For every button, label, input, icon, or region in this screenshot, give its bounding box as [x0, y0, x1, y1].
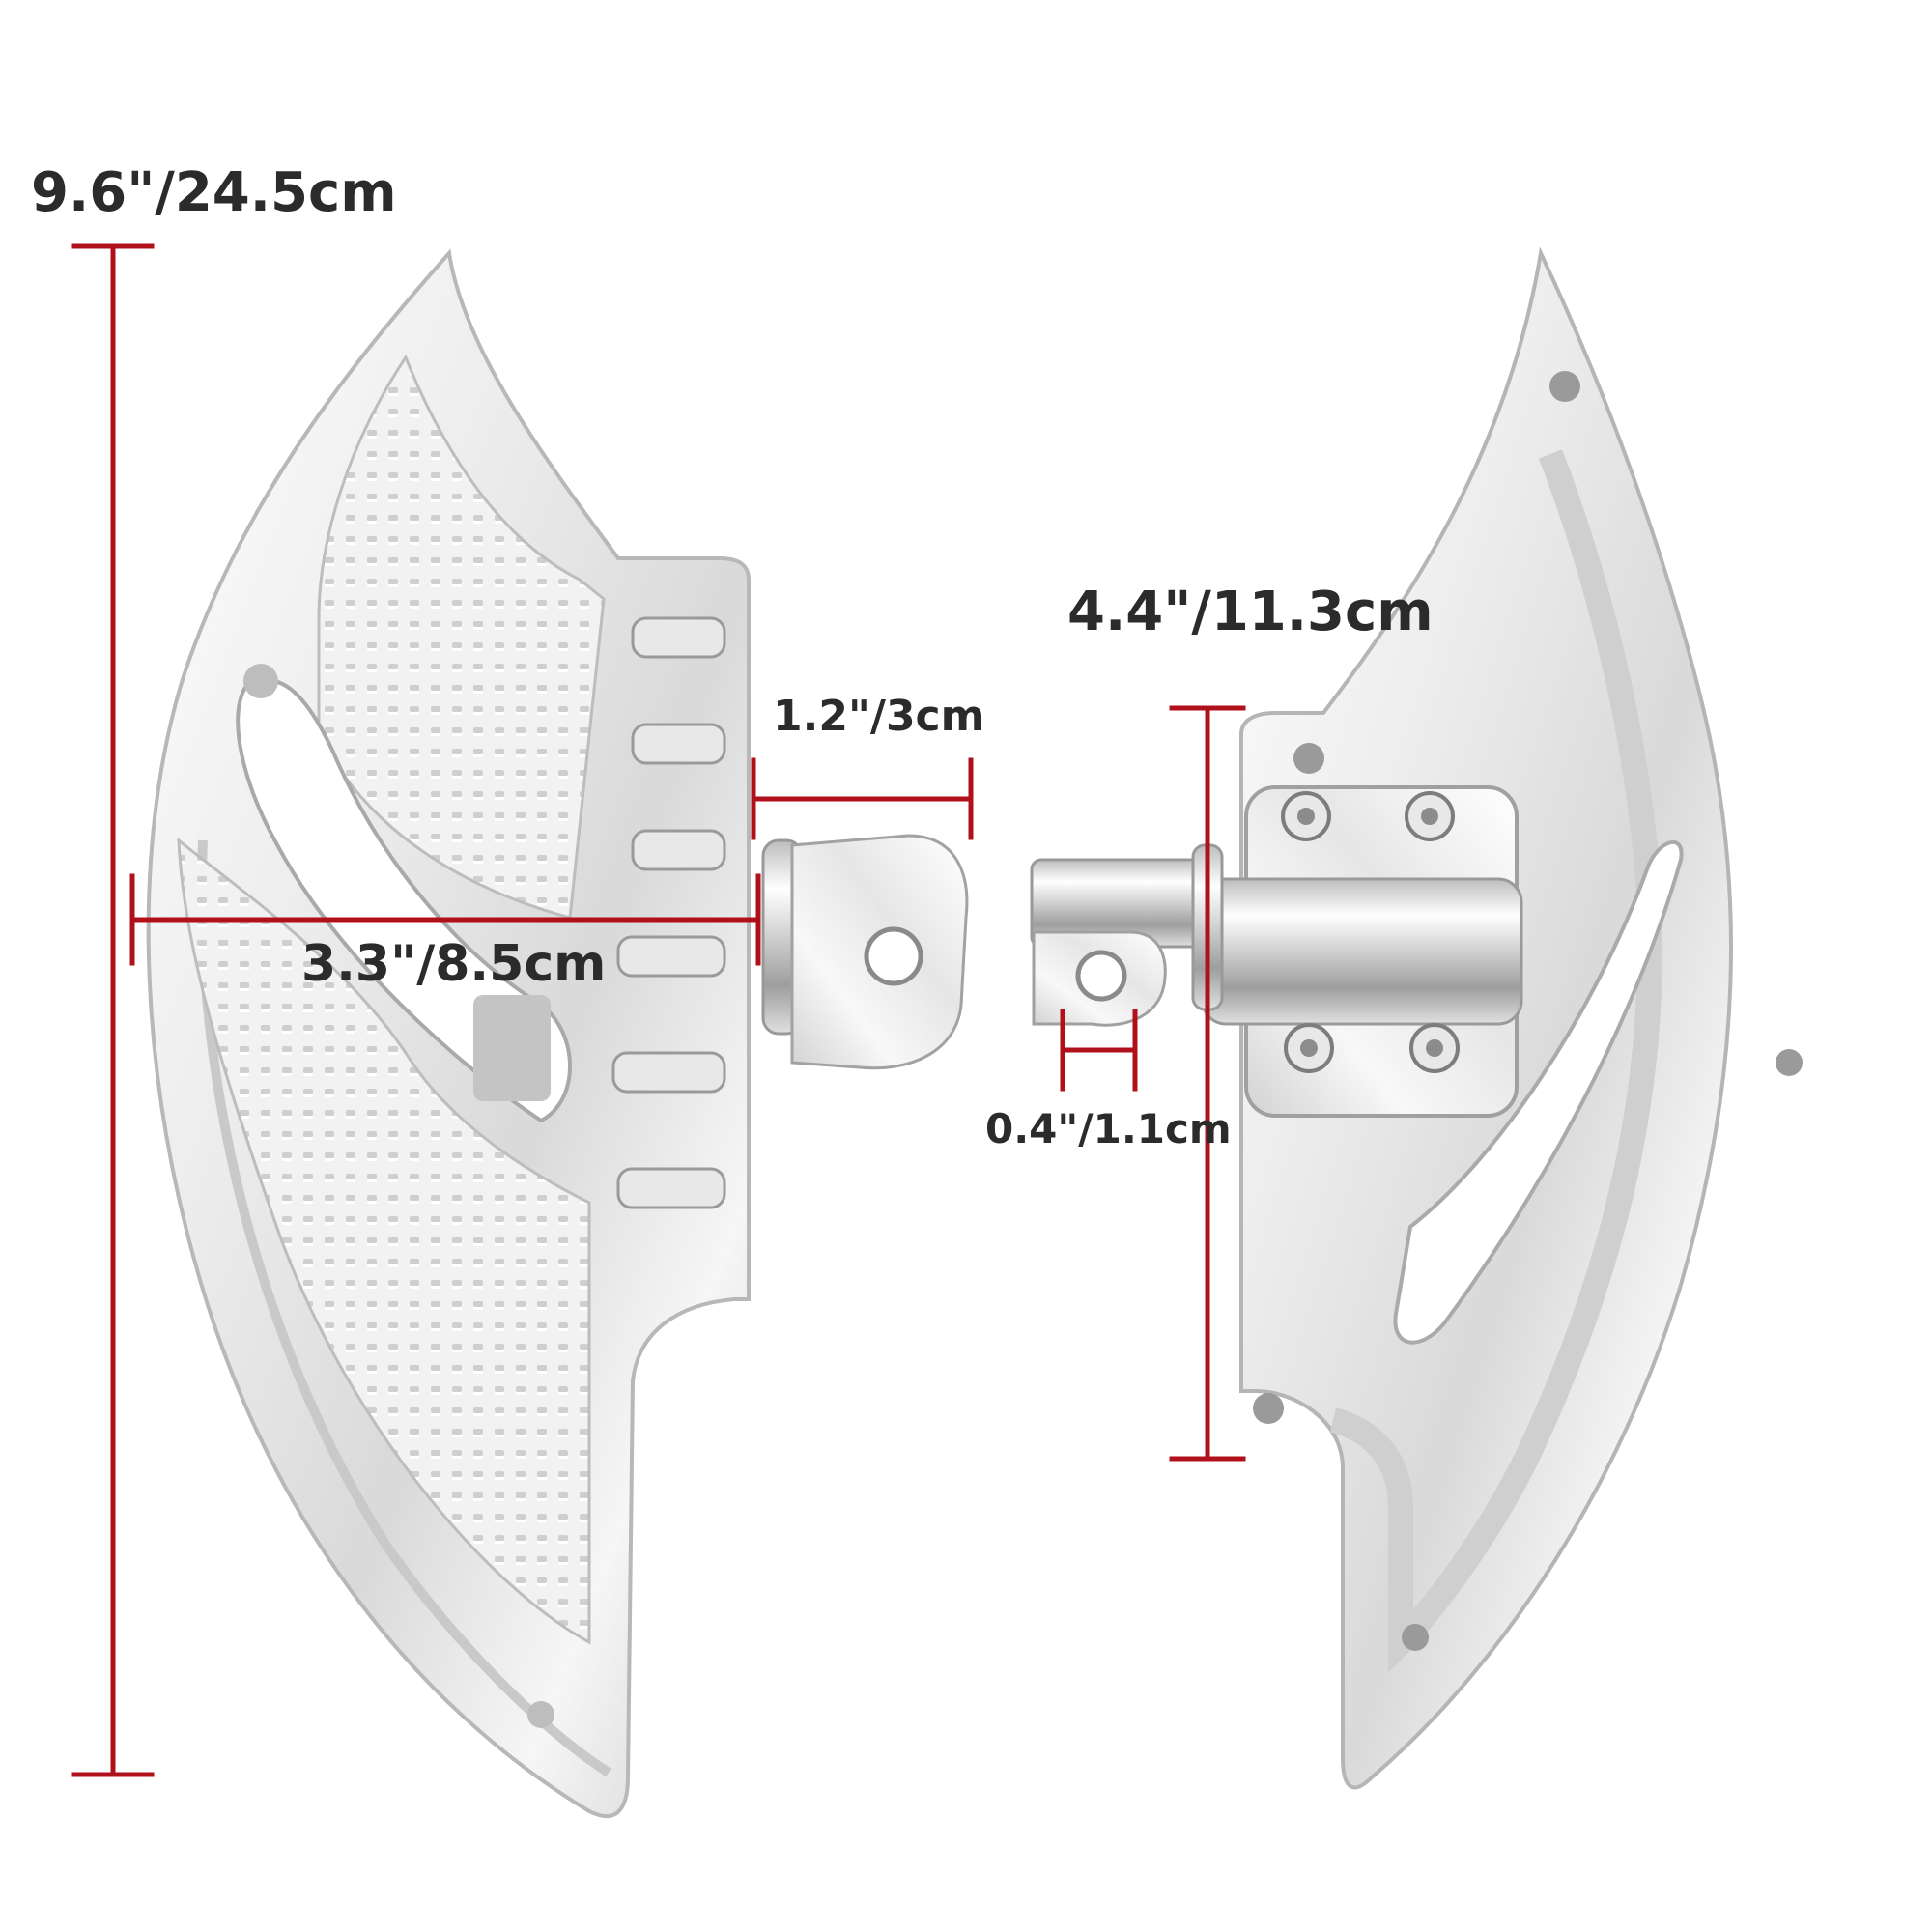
socket-4: [1426, 1039, 1443, 1057]
pin-hole-label: 0.4"/1.1cm: [985, 1105, 1232, 1152]
left-grip-lower: [177, 837, 591, 1645]
vent-4: [616, 935, 726, 978]
right-board-hole-1: [1549, 371, 1580, 402]
socket-1: [1297, 808, 1315, 825]
right-floorboard: [1030, 246, 1803, 1790]
right-board-hole-2: [1293, 743, 1324, 774]
right-peg-pin-hole: [1075, 950, 1127, 1002]
left-grip-upper: [317, 354, 606, 920]
vent-2: [631, 723, 726, 765]
right-mount-cylinder: [1201, 877, 1523, 1026]
left-board-vents: [611, 616, 726, 1209]
left-floorboard: [146, 248, 969, 1818]
width-label: 3.3"/8.5cm: [301, 935, 607, 993]
socket-3: [1300, 1039, 1318, 1057]
height-label: 9.6"/24.5cm: [31, 161, 397, 224]
right-mount-bolt-sockets: [1297, 808, 1443, 1057]
right-board-hole-4: [1253, 1393, 1284, 1424]
right-board-slot: [1393, 839, 1684, 1345]
right-peg-stub: [1030, 843, 1224, 1027]
socket-2: [1421, 808, 1438, 825]
vent-6: [616, 1167, 726, 1209]
dimension-lines: [71, 243, 1246, 1777]
right-board-hole-5: [1402, 1624, 1429, 1651]
right-board-hole-3: [1776, 1049, 1803, 1076]
left-board-hole-bottom: [527, 1701, 554, 1728]
left-clevis-hole: [864, 926, 923, 986]
left-board-rim: [196, 839, 611, 1777]
right-mount-block: [1201, 785, 1523, 1118]
vent-1: [631, 616, 726, 659]
vent-5: [611, 1051, 726, 1094]
left-clevis-shadow: [473, 995, 551, 1101]
mount-height-label: 4.4"/11.3cm: [1067, 581, 1434, 643]
left-mount-clevis: [473, 834, 969, 1101]
vent-3: [631, 829, 726, 871]
peg-length-label: 1.2"/3cm: [773, 692, 985, 741]
left-board-hole-top: [243, 664, 278, 698]
right-board-channel: [1329, 449, 1662, 1673]
